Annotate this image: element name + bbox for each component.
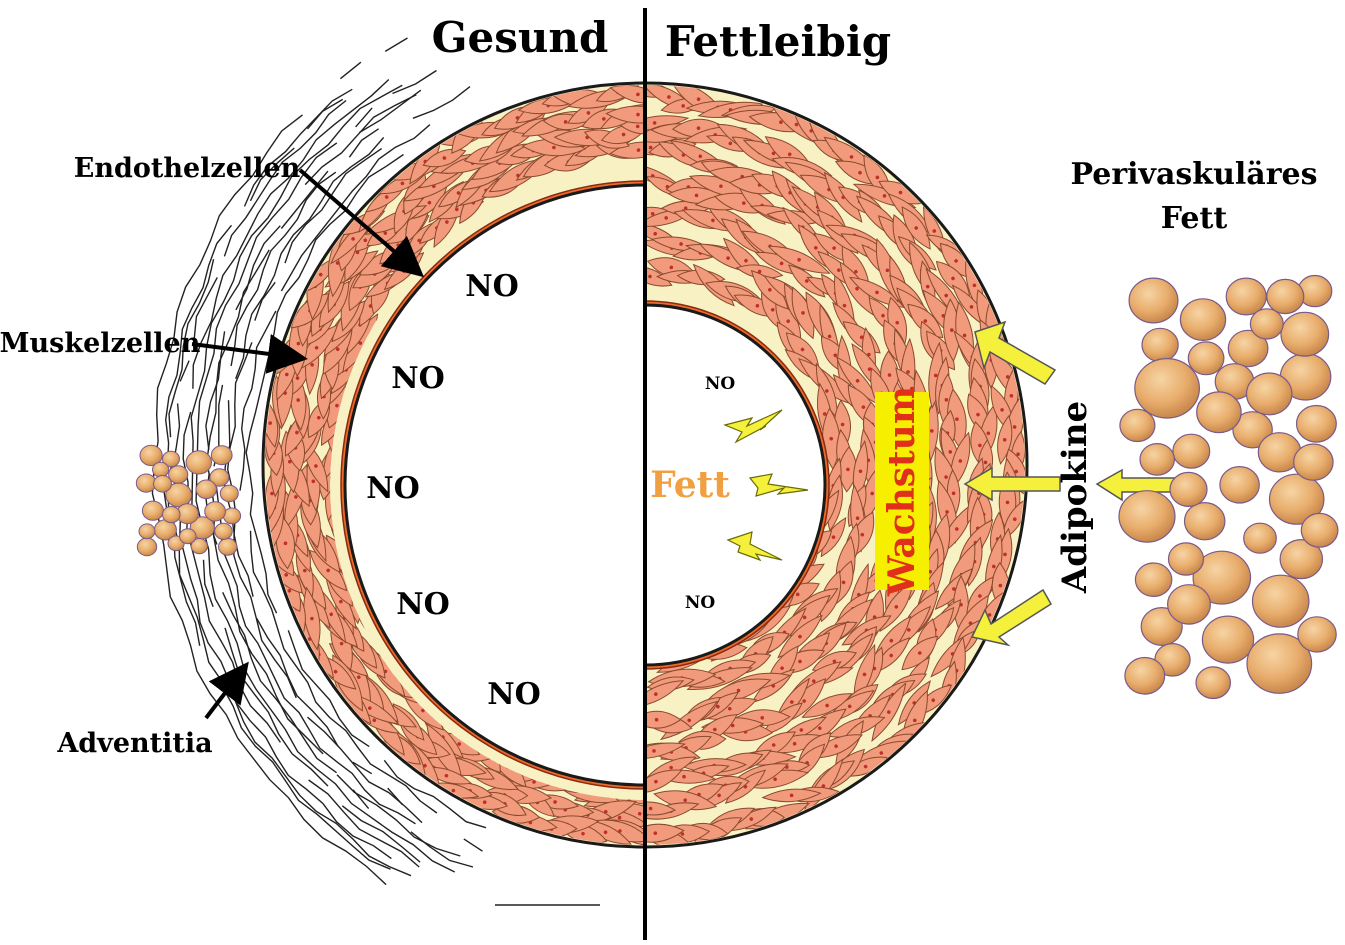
- no-label: NO: [465, 269, 519, 304]
- fat-cell: [1196, 667, 1230, 699]
- fat-cell: [1202, 616, 1253, 663]
- fat-cell: [205, 502, 226, 521]
- endothelzellen-label: Endothelzellen: [74, 153, 301, 184]
- adventitia-label: Adventitia: [56, 728, 212, 759]
- no-label: NO: [391, 361, 445, 396]
- fat-cell: [1142, 328, 1178, 361]
- fat-cell: [1129, 278, 1178, 323]
- no-label-small: NO: [705, 374, 736, 394]
- fat-cell: [1135, 359, 1200, 418]
- wachstum-box: Wachstum: [875, 386, 929, 597]
- fat-cell: [1170, 472, 1207, 506]
- title-healthy: Gesund: [432, 13, 609, 62]
- fat-cell: [1119, 491, 1175, 542]
- no-label-small: NO: [685, 593, 716, 613]
- wachstum-label: Wachstum: [881, 386, 923, 597]
- fat-cell: [1185, 503, 1225, 540]
- fat-cell: [186, 451, 211, 474]
- fat-cell: [1169, 543, 1204, 575]
- adipokine-label: Adipokine: [1055, 401, 1095, 594]
- fat-cell: [1173, 434, 1210, 468]
- fat-cell: [1140, 444, 1174, 476]
- muskelzellen-label: Muskelzellen: [0, 328, 201, 359]
- fat-cell: [215, 523, 233, 539]
- fat-cell: [180, 529, 196, 544]
- adventitia-pointer-arrow: [206, 668, 244, 718]
- fat-cell: [139, 524, 155, 539]
- fat-cell: [163, 506, 181, 522]
- fat-cell: [211, 446, 232, 465]
- fat-cell: [1188, 342, 1224, 375]
- fat-cell: [1301, 513, 1338, 547]
- fat-cell: [169, 466, 188, 484]
- fett-label: Fett: [650, 464, 730, 506]
- fat-cell: [1298, 617, 1336, 652]
- adventitia-fat-cluster: [136, 445, 240, 556]
- perivaskular-label-line2: Fett: [1161, 201, 1228, 236]
- no-label: NO: [366, 471, 420, 506]
- fat-cell: [1297, 406, 1337, 443]
- fat-cell: [1253, 575, 1309, 627]
- fat-cell: [1220, 467, 1259, 503]
- fat-cell: [196, 480, 216, 499]
- no-label: NO: [487, 677, 541, 712]
- fat-cell: [1267, 279, 1304, 313]
- fat-cell: [1247, 373, 1292, 415]
- fat-cell: [1250, 309, 1283, 339]
- fat-cell: [1125, 658, 1165, 695]
- fat-cell: [223, 508, 240, 524]
- fat-cell: [1180, 299, 1225, 341]
- fat-cell: [220, 485, 238, 502]
- fat-cell: [1135, 563, 1171, 596]
- fat-cell: [142, 501, 163, 520]
- fat-cell: [1244, 523, 1277, 553]
- fat-cell: [1120, 409, 1155, 441]
- fat-cell: [1281, 312, 1329, 356]
- perivaskular-label-line1: Perivaskuläres: [1070, 157, 1317, 192]
- fat-cell: [154, 476, 172, 493]
- fat-cell: [153, 462, 169, 477]
- fat-cell: [1197, 392, 1241, 433]
- fat-cell: [1294, 444, 1333, 480]
- no-label: NO: [396, 587, 450, 622]
- title-obese: Fettleibig: [665, 17, 891, 66]
- fat-cell: [219, 538, 237, 555]
- fat-cell: [137, 538, 156, 556]
- fat-cell: [1168, 585, 1211, 624]
